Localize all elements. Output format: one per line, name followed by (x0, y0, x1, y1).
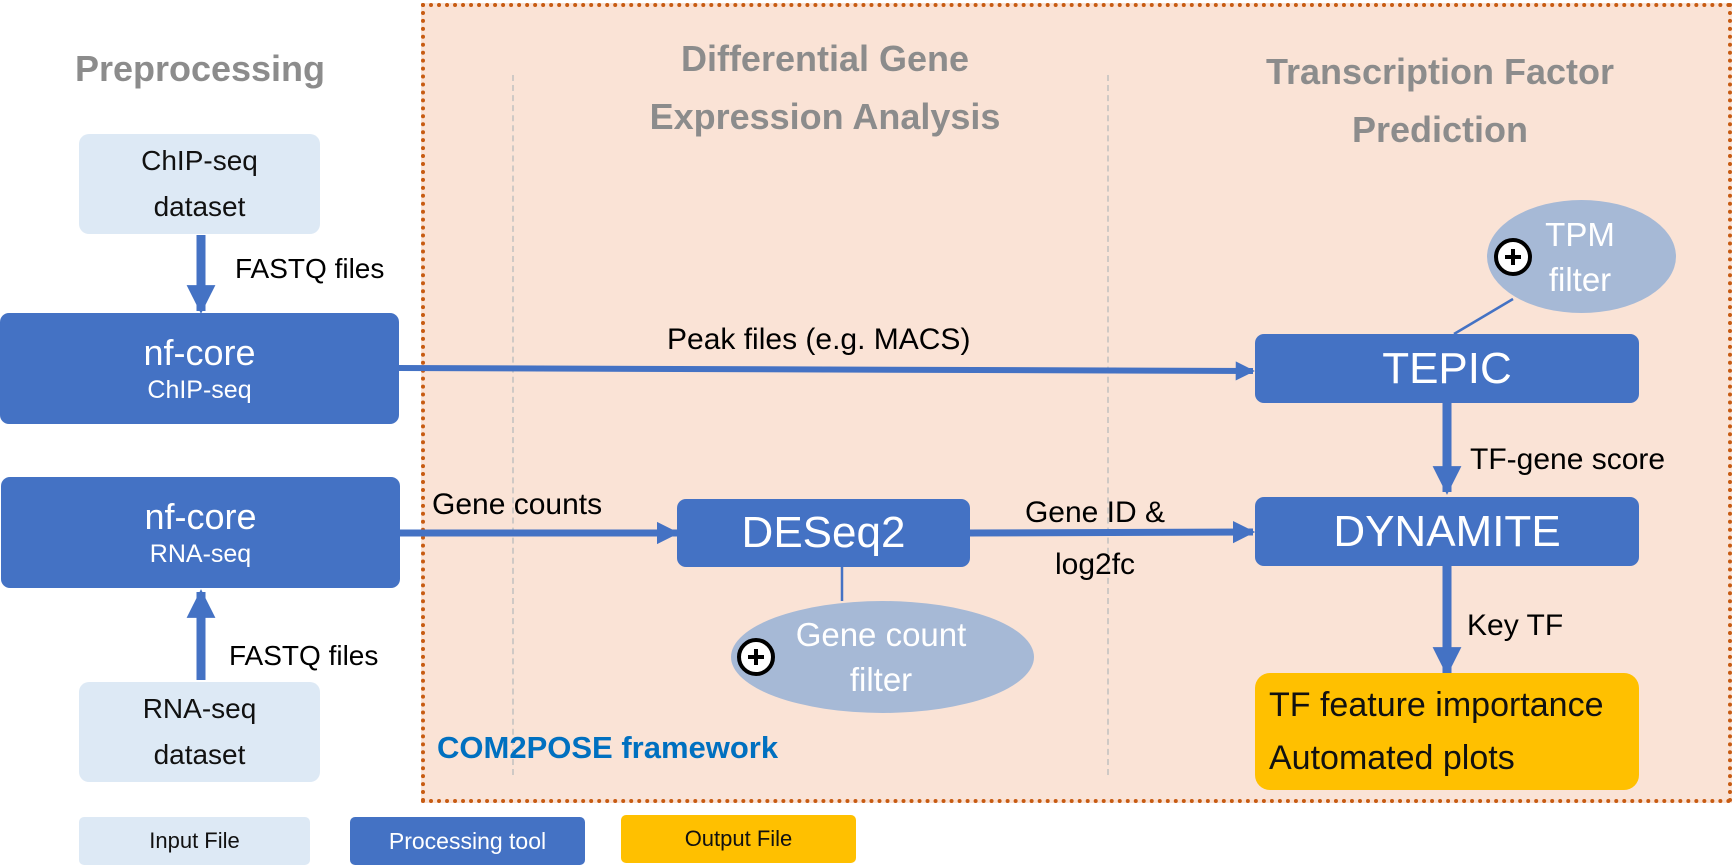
add-tpm-filter-icon[interactable] (1494, 238, 1532, 276)
tool-deseq2: DESeq2 (677, 499, 970, 567)
gene-count-filter-ellipse (731, 601, 1034, 713)
arrow-gene-id-log2fc (967, 520, 1256, 544)
input-rna-seq-dataset: RNA-seq dataset (79, 682, 320, 782)
tool-dynamite: DYNAMITE (1255, 497, 1639, 566)
label-peak-files: Peak files (e.g. MACS) (667, 323, 971, 356)
add-gene-count-filter-icon[interactable] (737, 638, 775, 676)
label-fastq-files-rna: FASTQ files (229, 640, 379, 671)
framework-label: COM2POSE framework (437, 730, 779, 765)
section-divider-left (512, 75, 514, 775)
legend-output-file: Output File (621, 815, 856, 863)
arrow-peak-files (397, 361, 1255, 381)
legend-input-file: Input File (79, 817, 310, 865)
label-fastq-files-chip: FASTQ files (235, 253, 385, 284)
connector-tpm-filter (1453, 297, 1514, 336)
legend-processing-tool: Processing tool (350, 817, 585, 865)
section-title-preprocessing: Preprocessing (74, 48, 326, 89)
label-key-tf: Key TF (1467, 609, 1564, 642)
label-gene-id-log2fc: Gene ID & log2fc (1024, 496, 1166, 581)
tool-nfcore-rna-seq: nf-core RNA-seq (1, 477, 400, 588)
tool-tepic: TEPIC (1255, 334, 1639, 403)
section-title-tf-prediction: Transcription Factor Prediction (1265, 51, 1615, 150)
tpm-filter-label: TPM filter (1545, 216, 1615, 298)
com2pose-framework-region (421, 3, 1732, 803)
input-chip-seq-dataset: ChIP-seq dataset (79, 134, 320, 234)
tool-nfcore-chip-seq: nf-core ChIP-seq (0, 313, 399, 424)
section-divider-right (1107, 75, 1109, 775)
gene-count-filter-label: Gene count filter (795, 616, 967, 698)
section-title-dge: Differential Gene Expression Analysis (649, 38, 1001, 137)
label-gene-counts: Gene counts (432, 488, 603, 521)
output-tf-feature-importance: TF feature importance Automated plots (1255, 673, 1639, 790)
label-tf-gene-score: TF-gene score (1470, 443, 1666, 476)
